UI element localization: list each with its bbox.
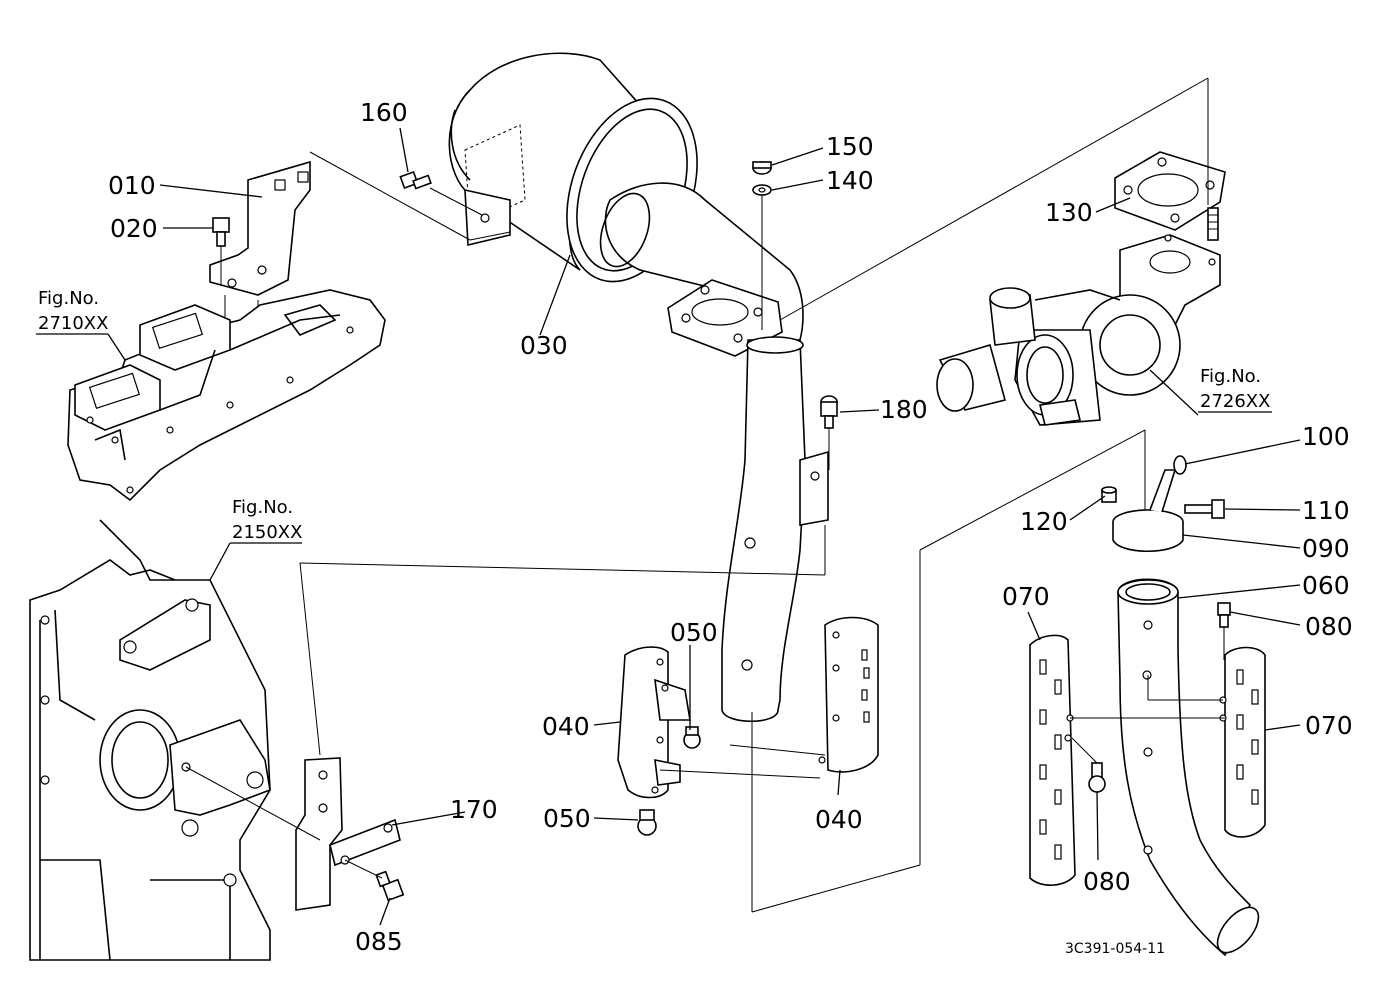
bracket-010[interactable]	[209, 160, 311, 296]
part-label-030: 030	[520, 331, 568, 360]
nut-150[interactable]	[752, 161, 772, 175]
stud[interactable]	[1207, 207, 1219, 241]
part-label-085: 085	[355, 927, 403, 956]
part-label-170: 170	[450, 795, 498, 824]
part-label-040-right: 040	[815, 805, 863, 834]
part-label-150: 150	[826, 132, 874, 161]
part-label-120: 120	[1020, 507, 1068, 536]
part-label-080-lower: 080	[1083, 867, 1131, 896]
part-label-050-upper: 050	[670, 618, 718, 647]
nut-120[interactable]	[1101, 486, 1117, 503]
bolt-080-upper[interactable]	[1217, 602, 1231, 628]
part-label-010: 010	[108, 171, 156, 200]
fig-ref-2150xx: Fig.No. 2150XX	[209, 497, 302, 581]
washer-100[interactable]	[1173, 455, 1187, 475]
heat-shield-040-left[interactable]	[617, 646, 691, 799]
svg-text:2150XX: 2150XX	[232, 522, 302, 543]
heat-shield-040-right[interactable]	[818, 616, 879, 773]
part-label-090: 090	[1302, 534, 1350, 563]
svg-text:Fig.No.: Fig.No.	[1200, 366, 1261, 387]
part-label-050-lower: 050	[543, 804, 591, 833]
fig-ref-2710xx: Fig.No. 2710XX	[36, 288, 126, 361]
part-label-070-right: 070	[1305, 711, 1353, 740]
gasket-130[interactable]	[1114, 151, 1226, 231]
svg-text:2710XX: 2710XX	[38, 313, 108, 334]
bolt-180[interactable]	[820, 395, 838, 429]
bolt-085[interactable]	[375, 870, 405, 902]
tail-pipe-center[interactable]	[721, 336, 829, 723]
bolt-050-upper[interactable]	[683, 726, 701, 749]
part-label-160: 160	[360, 98, 408, 127]
clamp-090[interactable]	[1112, 469, 1184, 553]
part-label-130: 130	[1045, 198, 1093, 227]
svg-text:2726XX: 2726XX	[1200, 391, 1270, 412]
part-label-020: 020	[110, 214, 158, 243]
part-label-060: 060	[1302, 571, 1350, 600]
part-label-040-left: 040	[542, 712, 590, 741]
leader-lines	[159, 127, 1301, 926]
tail-pipe-060[interactable]	[1117, 578, 1266, 959]
fig-ref-2726xx: Fig.No. 2726XX	[1198, 366, 1272, 413]
exhaust-manifold	[67, 289, 386, 502]
transmission-housing	[29, 519, 271, 961]
svg-text:Fig.No.: Fig.No.	[232, 497, 293, 518]
bolt-080-lower[interactable]	[1088, 762, 1106, 793]
muffler-030[interactable]	[448, 52, 804, 357]
heat-shield-070-left[interactable]	[1029, 634, 1076, 886]
bracket-170[interactable]	[295, 757, 401, 911]
bolt-050-lower[interactable]	[637, 809, 657, 836]
part-label-100: 100	[1302, 422, 1350, 451]
bolt-110[interactable]	[1184, 499, 1225, 519]
part-label-110: 110	[1302, 496, 1350, 525]
part-label-070-left: 070	[1002, 582, 1050, 611]
turbocharger	[936, 234, 1221, 426]
drawing-code: 3C391-054-11	[1065, 941, 1165, 957]
part-label-140: 140	[826, 166, 874, 195]
part-label-180: 180	[880, 395, 928, 424]
svg-text:Fig.No.: Fig.No.	[38, 288, 99, 309]
heat-shield-070-right[interactable]	[1219, 646, 1266, 838]
washer-140[interactable]	[752, 184, 772, 196]
bolt-160[interactable]	[399, 170, 432, 190]
bolt-020[interactable]	[212, 217, 230, 247]
part-label-080-upper: 080	[1305, 612, 1353, 641]
